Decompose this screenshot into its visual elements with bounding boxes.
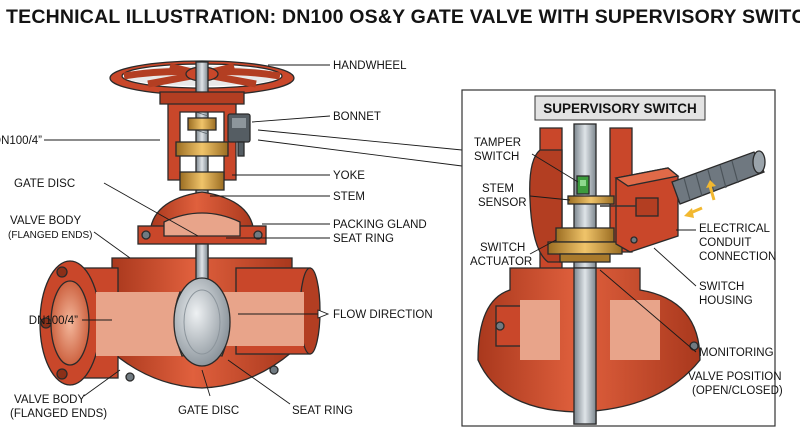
gate-disc [173,243,231,367]
label-yoke: YOKE [333,170,365,182]
label-switch-actuator-2: ACTUATOR [470,256,532,268]
label-packing-gland: PACKING GLAND [333,219,427,231]
bonnet [227,113,251,157]
label-electrical-conduit-3: CONNECTION [699,251,776,263]
label-stem-sensor: STEM [482,183,514,195]
label-flow-direction: FLOW DIRECTION [333,309,433,321]
label-gate-disc-bottom: GATE DISC [178,405,239,417]
label-seat-ring-bottom: SEAT RING [292,405,353,417]
label-switch-actuator: SWITCH [480,242,525,254]
label-electrical-conduit-2: CONDUIT [699,237,751,249]
inset-title: SUPERVISORY SWITCH [543,101,697,116]
label-switch-housing-2: HOUSING [699,295,753,307]
label-switch-housing: SWITCH [699,281,744,293]
switch-housing [600,167,680,253]
label-dn-top: DN100/4” [0,135,42,147]
label-tamper-switch: TAMPER [474,137,521,149]
supervisory-switch-inset: SUPERVISORY SWITCH [461,89,783,427]
label-gate-disc-top: GATE DISC [14,178,75,190]
label-bonnet: BONNET [333,111,381,123]
label-valve-body-top-sub: (FLANGED ENDS) [8,230,92,241]
packing-gland [175,117,229,191]
label-dn-left: DN100/4” [29,315,78,327]
label-monitoring: MONITORING [699,347,774,359]
label-valve-body-bottom-sub: (FLANGED ENDS) [10,408,107,420]
yoke [159,91,245,181]
label-valve-position: VALVE POSITION [688,371,782,383]
label-tamper-switch-2: SWITCH [474,151,519,163]
main-valve-drawing [39,60,321,389]
inset-drawing [477,123,766,425]
stem-sensor [567,195,615,205]
switch-actuator [547,227,623,263]
label-seat-ring-top: SEAT RING [333,233,394,245]
inset-leader-lines [529,153,697,353]
label-stem: STEM [333,191,365,203]
valve-body [39,191,321,389]
label-electrical-conduit: ELECTRICAL [699,223,771,235]
label-stem-sensor-2: SENSOR [478,197,527,209]
main-leader-lines [44,64,463,405]
label-valve-body-bottom: VALVE BODY [14,394,85,406]
label-handwheel: HANDWHEEL [333,60,407,72]
label-valve-body-top: VALVE BODY [10,215,81,227]
label-valve-position-2: (OPEN/CLOSED) [692,385,783,397]
page-title: TECHNICAL ILLUSTRATION: DN100 OS&Y GATE … [6,6,800,28]
